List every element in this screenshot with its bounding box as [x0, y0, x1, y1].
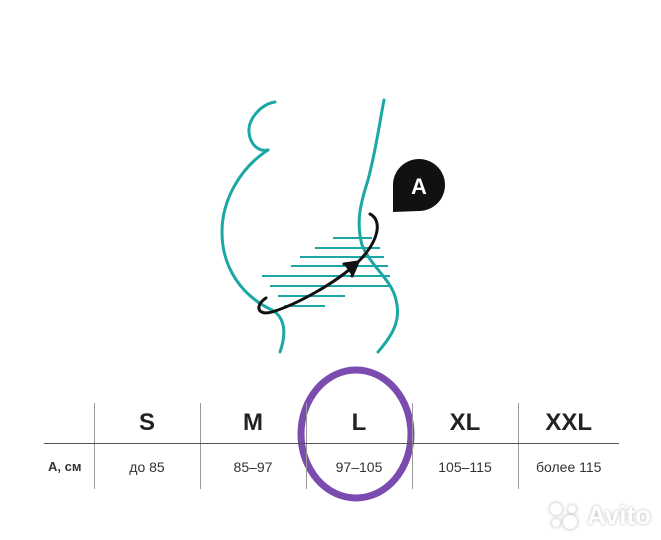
belly-hatch-lines [262, 237, 391, 307]
size-table: S M L XL XXL А, см до 85 85–97 97–105 10… [44, 403, 619, 489]
size-header-l: L [305, 403, 412, 444]
size-header-xl: XL [411, 403, 518, 444]
size-header-m: M [199, 403, 306, 444]
size-range-row: А, см до 85 85–97 97–105 105–115 более 1… [44, 443, 619, 489]
size-range-xxl: более 115 [517, 443, 619, 489]
avito-watermark: Avito [546, 500, 651, 531]
size-range-l: 97–105 [305, 443, 412, 489]
measure-arrow-icon [257, 212, 379, 315]
size-range-s: до 85 [93, 443, 200, 489]
header-corner [44, 403, 94, 444]
measure-point-label: A [411, 174, 427, 199]
size-header-s: S [93, 403, 200, 444]
avito-logo-icon [549, 502, 577, 529]
row-label-circumference: А, см [48, 459, 82, 474]
size-range-m: 85–97 [199, 443, 306, 489]
avito-watermark-text: Avito [586, 500, 651, 530]
size-header-row: S M L XL XXL [44, 403, 619, 444]
size-range-xl: 105–115 [411, 443, 518, 489]
measure-point-pin-icon: A [393, 159, 445, 212]
pregnant-body-outline [220, 98, 399, 354]
size-header-xxl: XXL [517, 403, 619, 444]
